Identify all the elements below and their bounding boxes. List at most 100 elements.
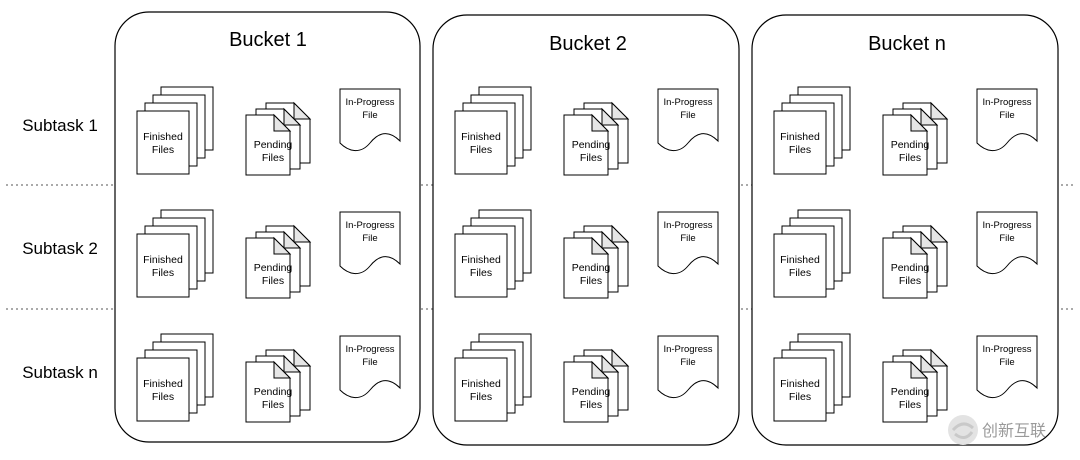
subtask-labels: Subtask 1 Subtask 2 Subtask n [22, 116, 98, 382]
in-progress-file-label: In-Progress [982, 344, 1031, 355]
finished-files-label: Files [789, 144, 811, 156]
pending-files-label: Pending [891, 139, 930, 151]
x-logo-icon [948, 415, 978, 445]
pending-files-label: Files [899, 152, 921, 164]
pending-files-label: Pending [572, 386, 611, 398]
subtask-label: Subtask 1 [22, 116, 98, 135]
finished-files-label: Finished [780, 131, 820, 143]
in-progress-file-label: File [362, 110, 377, 121]
in-progress-file-label: In-Progress [345, 344, 394, 355]
pending-files-label: Files [580, 152, 602, 164]
finished-files-label: Finished [780, 254, 820, 266]
pending-files-label: Files [262, 152, 284, 164]
bucket-title: Bucket 2 [549, 33, 627, 55]
finished-files-label: Finished [461, 254, 501, 266]
in-progress-file-label: File [680, 357, 695, 368]
finished-files-label: Files [789, 391, 811, 403]
finished-files-label: Files [789, 267, 811, 279]
finished-files-label: Finished [143, 254, 183, 266]
pending-files-label: Files [899, 275, 921, 287]
finished-files-label: Finished [461, 131, 501, 143]
in-progress-file-label: File [680, 110, 695, 121]
finished-files-label: Finished [143, 131, 183, 143]
finished-files-label: Files [470, 144, 492, 156]
watermark: 创新互联 [948, 415, 1046, 445]
pending-files-label: Pending [254, 262, 293, 274]
in-progress-file-label: In-Progress [982, 220, 1031, 231]
in-progress-file-label: File [680, 233, 695, 244]
in-progress-file-label: File [999, 233, 1014, 244]
bucket-title: Bucket 1 [229, 29, 307, 51]
finished-files-label: Files [470, 267, 492, 279]
in-progress-file-label: In-Progress [345, 220, 394, 231]
pending-files-label: Files [580, 275, 602, 287]
in-progress-file-label: File [999, 357, 1014, 368]
pending-files-label: Pending [572, 139, 611, 151]
pending-files-label: Pending [572, 262, 611, 274]
pending-files-label: Pending [891, 386, 930, 398]
pending-files-label: Files [262, 275, 284, 287]
subtask-label: Subtask n [22, 363, 98, 382]
finished-files-label: Files [152, 144, 174, 156]
finished-files-label: Files [152, 391, 174, 403]
finished-files-label: Files [152, 267, 174, 279]
finished-files-label: Finished [143, 378, 183, 390]
watermark-text: 创新互联 [982, 421, 1046, 440]
in-progress-file-label: In-Progress [345, 97, 394, 108]
in-progress-file-label: In-Progress [663, 220, 712, 231]
pending-files-label: Pending [254, 386, 293, 398]
in-progress-file-label: File [362, 233, 377, 244]
pending-files-label: Files [580, 399, 602, 411]
in-progress-file-label: In-Progress [663, 97, 712, 108]
in-progress-file-label: File [362, 357, 377, 368]
pending-files-label: Pending [891, 262, 930, 274]
bucket-title: Bucket n [868, 33, 946, 55]
pending-files-label: Files [899, 399, 921, 411]
finished-files-label: Files [470, 391, 492, 403]
pending-files-label: Files [262, 399, 284, 411]
in-progress-file-label: In-Progress [982, 97, 1031, 108]
pending-files-label: Pending [254, 139, 293, 151]
subtask-label: Subtask 2 [22, 239, 98, 258]
finished-files-label: Finished [461, 378, 501, 390]
in-progress-file-label: File [999, 110, 1014, 121]
